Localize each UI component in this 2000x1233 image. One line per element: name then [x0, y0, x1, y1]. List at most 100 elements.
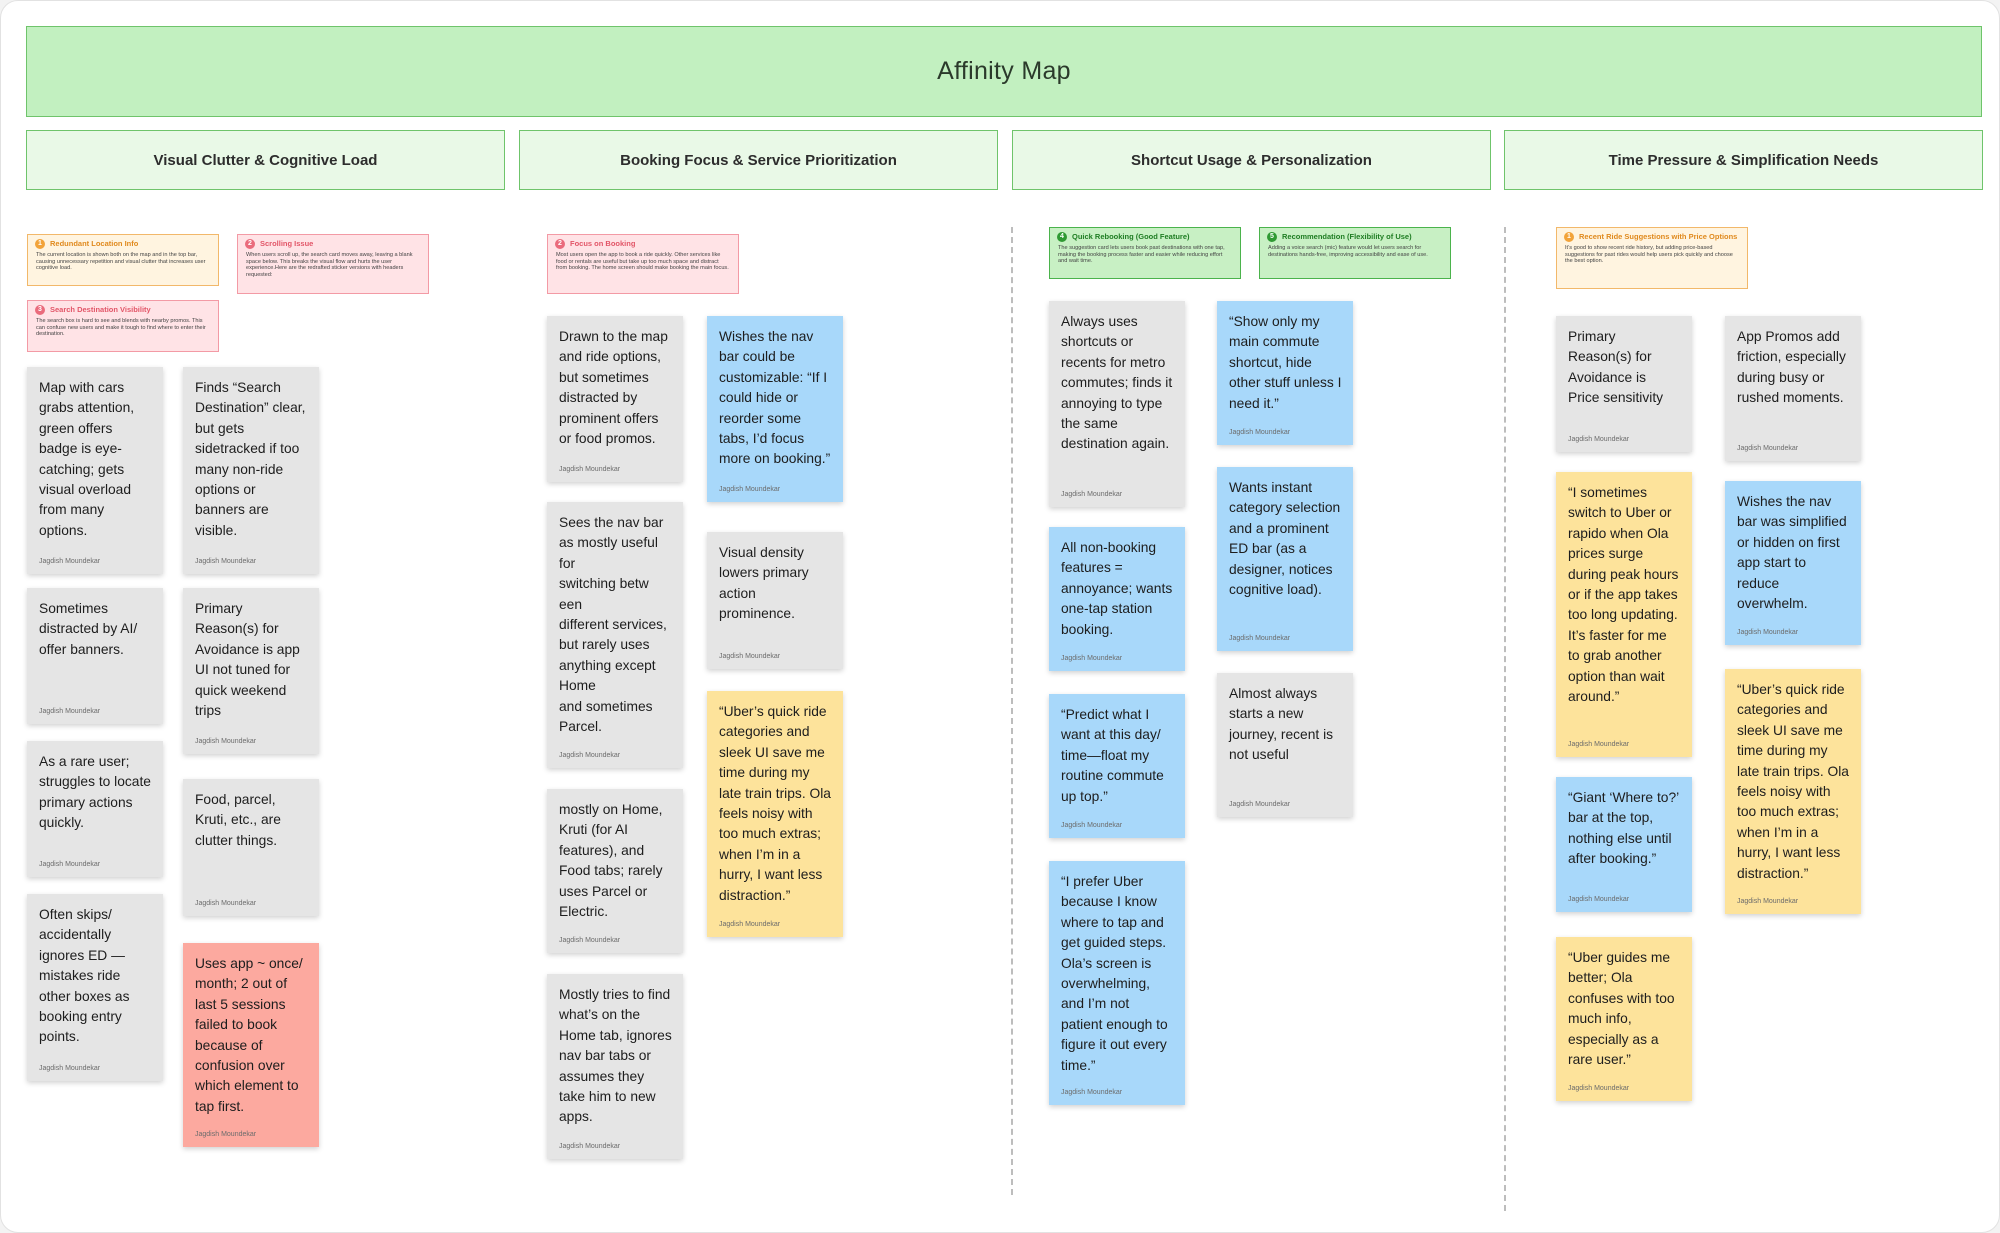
note-number-badge: 4 [1057, 232, 1067, 242]
sticky-note[interactable]: Sometimes distracted by AI/ offer banner… [27, 588, 163, 724]
sticky-note[interactable]: Primary Reason(s) for Avoidance is Price… [1556, 316, 1692, 452]
sticky-note[interactable]: Uses app ~ once/ month; 2 out of last 5 … [183, 943, 319, 1147]
note-body: When users scroll up, the search card mo… [246, 252, 413, 278]
sticky-note[interactable]: App Promos add friction, especially duri… [1725, 316, 1861, 461]
sticky-note[interactable]: “Predict what I want at this day/ time—f… [1049, 694, 1185, 838]
column-header-booking-focus[interactable]: Booking Focus & Service Prioritization [519, 130, 998, 190]
note-number-badge: 3 [35, 305, 45, 315]
sticky-author: Jagdish Moundekar [1568, 741, 1630, 748]
sticky-author: Jagdish Moundekar [1061, 655, 1123, 662]
note-title: Scrolling Issue [260, 239, 314, 248]
sticky-author: Jagdish Moundekar [559, 1143, 621, 1150]
sticky-text: Primary Reason(s) for Avoidance is Price… [1568, 329, 1664, 406]
sticky-note[interactable]: “Show only my main commute shortcut, hid… [1217, 301, 1353, 445]
sticky-note[interactable]: Food, parcel, Kruti, etc., are clutter t… [183, 779, 319, 916]
sticky-text: As a rare user; struggles to locate prim… [39, 754, 151, 831]
column-divider [1011, 227, 1013, 1195]
sticky-note[interactable]: Primary Reason(s) for Avoidance is app U… [183, 588, 319, 754]
sticky-note[interactable]: mostly on Home, Kruti (for AI features),… [547, 789, 683, 953]
sticky-note[interactable]: Wishes the nav bar was simplified or hid… [1725, 481, 1861, 645]
note-title: Search Destination Visibility [50, 305, 151, 314]
sticky-note[interactable]: As a rare user; struggles to locate prim… [27, 741, 163, 877]
sticky-author: Jagdish Moundekar [1568, 896, 1630, 903]
sticky-author: Jagdish Moundekar [39, 708, 101, 715]
note-body: The suggestion card lets users book past… [1058, 245, 1225, 265]
sticky-note[interactable]: Always uses shortcuts or recents for met… [1049, 301, 1185, 507]
note-title: Recent Ride Suggestions with Price Optio… [1579, 232, 1738, 241]
column-header-shortcut-usage[interactable]: Shortcut Usage & Personalization [1012, 130, 1491, 190]
sticky-note[interactable]: All non-booking features = annoyance; wa… [1049, 527, 1185, 671]
sticky-author: Jagdish Moundekar [1737, 629, 1799, 636]
sticky-note[interactable]: Finds “Search Destination” clear, but ge… [183, 367, 319, 574]
sticky-note[interactable]: Often skips/ accidentally ignores ED — m… [27, 894, 163, 1081]
sticky-text: Visual density lowers primary action pro… [719, 545, 809, 622]
sticky-text: Wishes the nav bar could be customizable… [719, 329, 831, 467]
column-divider [1504, 227, 1506, 1211]
sticky-text: Always uses shortcuts or recents for met… [1061, 314, 1173, 452]
insight-note[interactable]: 2 Scrolling Issue When users scroll up, t… [237, 234, 429, 294]
sticky-author: Jagdish Moundekar [195, 558, 257, 565]
column-header-visual-clutter[interactable]: Visual Clutter & Cognitive Load [26, 130, 505, 190]
sticky-text: App Promos add friction, especially duri… [1737, 329, 1846, 406]
sticky-author: Jagdish Moundekar [719, 653, 781, 660]
sticky-note[interactable]: Sees the nav bar as mostly useful for sw… [547, 502, 683, 768]
note-title: Quick Rebooking (Good Feature) [1072, 232, 1190, 241]
sticky-note[interactable]: Mostly tries to find what’s on the Home … [547, 974, 683, 1159]
note-number-badge: 2 [555, 239, 565, 249]
sticky-author: Jagdish Moundekar [1737, 898, 1799, 905]
sticky-author: Jagdish Moundekar [559, 937, 621, 944]
sticky-author: Jagdish Moundekar [39, 861, 101, 868]
sticky-note[interactable]: Map with cars grabs attention, green off… [27, 367, 163, 574]
board-title[interactable]: Affinity Map [26, 26, 1982, 117]
sticky-text: “Uber guides me better; Ola confuses wit… [1568, 950, 1675, 1068]
sticky-text: mostly on Home, Kruti (for AI features),… [559, 802, 663, 920]
sticky-note[interactable]: Almost always starts a new journey, rece… [1217, 673, 1353, 817]
sticky-text: Uses app ~ once/ month; 2 out of last 5 … [195, 956, 303, 1114]
sticky-text: Sometimes distracted by AI/ offer banner… [39, 601, 138, 657]
sticky-author: Jagdish Moundekar [39, 1065, 101, 1072]
sticky-note[interactable]: Drawn to the map and ride options, but s… [547, 316, 683, 482]
sticky-text: Finds “Search Destination” clear, but ge… [195, 380, 306, 538]
sticky-author: Jagdish Moundekar [719, 921, 781, 928]
sticky-note[interactable]: “Uber guides me better; Ola confuses wit… [1556, 937, 1692, 1101]
note-number-badge: 2 [245, 239, 255, 249]
column-header-time-pressure[interactable]: Time Pressure & Simplification Needs [1504, 130, 1983, 190]
sticky-author: Jagdish Moundekar [1229, 635, 1291, 642]
sticky-author: Jagdish Moundekar [1061, 822, 1123, 829]
sticky-text: Almost always starts a new journey, rece… [1229, 686, 1334, 763]
sticky-text: “Giant ‘Where to?’ bar at the top, nothi… [1568, 790, 1679, 867]
sticky-note[interactable]: Wishes the nav bar could be customizable… [707, 316, 843, 502]
sticky-author: Jagdish Moundekar [195, 738, 257, 745]
sticky-note[interactable]: “Uber’s quick ride categories and sleek … [707, 691, 843, 937]
sticky-author: Jagdish Moundekar [1568, 436, 1630, 443]
sticky-note[interactable]: Wants instant category selection and a p… [1217, 467, 1353, 651]
sticky-author: Jagdish Moundekar [195, 900, 257, 907]
sticky-text: Map with cars grabs attention, green off… [39, 380, 135, 538]
note-body: The current location is shown both on th… [36, 252, 206, 272]
sticky-author: Jagdish Moundekar [1737, 445, 1799, 452]
note-number-badge: 1 [35, 239, 45, 249]
sticky-author: Jagdish Moundekar [1061, 491, 1123, 498]
note-number-badge: 5 [1267, 232, 1277, 242]
sticky-text: All non-booking features = annoyance; wa… [1061, 540, 1173, 637]
sticky-text: “Uber’s quick ride categories and sleek … [719, 704, 831, 903]
sticky-note[interactable]: “Giant ‘Where to?’ bar at the top, nothi… [1556, 777, 1692, 912]
sticky-note[interactable]: “I prefer Uber because I know where to t… [1049, 861, 1185, 1105]
sticky-note[interactable]: “Uber’s quick ride categories and sleek … [1725, 669, 1861, 914]
sticky-note[interactable]: “I sometimes switch to Uber or rapido wh… [1556, 472, 1692, 757]
sticky-note[interactable]: Visual density lowers primary action pro… [707, 532, 843, 669]
note-body: Most users open the app to book a ride q… [556, 252, 729, 272]
sticky-text: “Uber’s quick ride categories and sleek … [1737, 682, 1849, 881]
sticky-text: Mostly tries to find what’s on the Home … [559, 987, 672, 1125]
sticky-author: Jagdish Moundekar [719, 486, 781, 493]
sticky-text: “I prefer Uber because I know where to t… [1061, 874, 1168, 1073]
sticky-text: Sees the nav bar as mostly useful for sw… [559, 515, 667, 735]
insight-note[interactable]: 4 Quick Rebooking (Good Feature) The sugg… [1049, 227, 1241, 279]
sticky-text: Wishes the nav bar was simplified or hid… [1737, 494, 1847, 612]
